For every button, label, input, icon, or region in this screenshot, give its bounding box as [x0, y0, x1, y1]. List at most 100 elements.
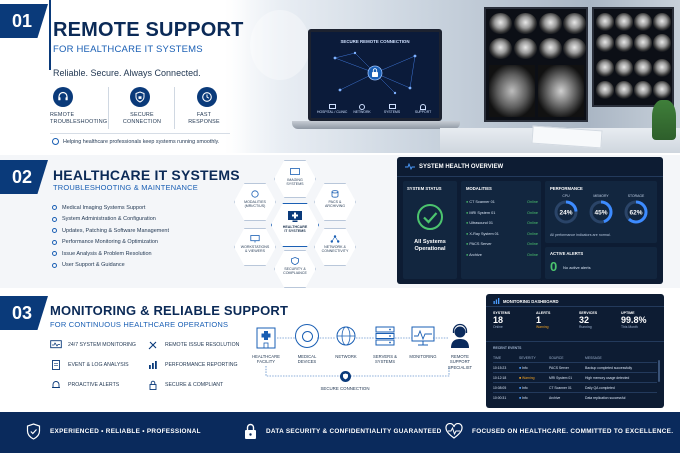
- alerts-count: 0: [550, 259, 558, 274]
- footer-item: FOCUSED ON HEALTHCARE. COMMITTED TO EXCE…: [445, 423, 673, 439]
- footer-item: DATA SECURITY & CONFIDENTIALITY GUARANTE…: [244, 423, 442, 440]
- laptop-screen: SECURE REMOTE CONNECTION HOSPITAL / CLIN…: [308, 29, 442, 121]
- flow-label: NETWORK: [335, 354, 357, 359]
- gauge-ring: 45%: [589, 200, 613, 224]
- list-item: Updates, Patching & Software Management: [52, 225, 169, 237]
- check-circle-icon: [52, 216, 57, 222]
- monitoring-screen-icon: [411, 325, 435, 347]
- performance-card: PERFORMANCE CPU 24% MEMORY 45% STORAGE 6…: [545, 181, 657, 243]
- footnote: Helping healthcare professionals keep sy…: [52, 138, 219, 145]
- dashboard-header: MONITORING DASHBOARD: [493, 298, 559, 304]
- lock-icon: [245, 423, 256, 439]
- stat-alerts: ALERTS 1 Warning: [536, 311, 551, 329]
- table-header: TIME SEVERITY SOURCE MESSAGE: [493, 356, 602, 360]
- tools-icon: [148, 341, 157, 350]
- hex-network: NETWORK &CONNECTIVITY: [313, 235, 357, 254]
- shield-icon: [291, 257, 299, 265]
- monitor-icon: [50, 340, 62, 349]
- section-remote-support: SECURE REMOTE CONNECTION HOSPITAL / CLIN…: [0, 0, 680, 153]
- check-circle-icon: [52, 228, 57, 234]
- health-header: SYSTEM HEALTH OVERVIEW: [405, 163, 503, 170]
- computer-cross-icon: [288, 211, 302, 222]
- section-title: MONITORING & RELIABLE SUPPORT: [50, 303, 289, 318]
- feature-item: SECURE & COMPLIANT: [147, 380, 223, 390]
- server-icon: [374, 325, 396, 347]
- section-number: 01: [0, 4, 48, 38]
- footer-item: EXPERIENCED • RELIABLE • PROFESSIONAL: [26, 423, 201, 440]
- monitoring-features: 24/7 SYSTEM MONITORING EVENT & LOG ANALY…: [50, 340, 240, 396]
- laptop-node-label: SYSTEMS: [383, 110, 401, 114]
- imaging-monitor-left: [484, 7, 588, 122]
- check-circle-icon: [52, 138, 59, 145]
- stat-systems: SYSTEMS 18 Online: [493, 311, 511, 329]
- feature-item: PROACTIVE ALERTS: [50, 380, 119, 390]
- flow-label: MONITORING: [409, 354, 437, 359]
- perf-note: All performance indicators are normal.: [550, 233, 611, 237]
- section-number: 02: [0, 160, 48, 194]
- support-specialist-icon: [448, 323, 472, 349]
- pulse-icon: [405, 163, 415, 170]
- flow-label: SERVERS &SYSTEMS: [373, 354, 397, 365]
- check-circle-icon: [52, 251, 57, 257]
- flow-connectors: [265, 337, 450, 377]
- laptop-base: [292, 121, 460, 129]
- stat-services: SERVICES 32 Running: [579, 311, 598, 329]
- lock-icon: [149, 380, 157, 390]
- hex-workstations: WORKSTATIONS& VIEWERS: [233, 235, 277, 254]
- system-health-panel: SYSTEM HEALTH OVERVIEW SYSTEM STATUS All…: [397, 157, 663, 284]
- svg-text:45%: 45%: [594, 210, 607, 217]
- check-circle-icon: [52, 262, 57, 268]
- events-label: RECENT EVENTS: [493, 346, 522, 350]
- laptop-node-label: HOSPITAL / CLINIC: [317, 110, 348, 114]
- list-item: User Support & Guidance: [52, 260, 169, 272]
- hex-pacs: PACS &ARCHIVING: [313, 190, 357, 209]
- scrollbar[interactable]: [658, 360, 660, 382]
- section-number: 03: [0, 296, 48, 330]
- bar-chart-icon: [149, 361, 157, 369]
- table-row: 10:00:31 ■ Info Archive Data replication…: [493, 392, 657, 402]
- scanner-icon: [251, 190, 259, 198]
- service-list: Medical Imaging Systems Support System A…: [52, 202, 169, 271]
- document-icon: [52, 360, 60, 370]
- feature-item: EVENT & LOG ANALYSIS: [50, 360, 129, 370]
- laptop-node-label: SUPPORT: [414, 110, 432, 114]
- plant: [652, 100, 676, 140]
- hex-modalities: MODALITIES(MRI/CT/US): [233, 190, 277, 209]
- check-circle-icon: [417, 204, 443, 230]
- monitoring-dashboard: MONITORING DASHBOARD SYSTEMS 18 Online A…: [486, 294, 664, 408]
- gauge-ring: 62%: [624, 200, 648, 224]
- laptop-node-label: NETWORK: [353, 110, 371, 114]
- desktop-icon: [250, 235, 260, 243]
- section-title: HEALTHCARE IT SYSTEMS: [53, 167, 240, 183]
- headset-icon: [53, 87, 73, 107]
- table-row: 10:08:05 ■ Info CT Scanner 01 Daily QA c…: [493, 382, 657, 392]
- shield-icon: [340, 371, 351, 382]
- svg-text:24%: 24%: [559, 210, 572, 217]
- list-item: Issue Analysis & Problem Resolution: [52, 248, 169, 260]
- bell-icon: [52, 381, 60, 388]
- network-globe-icon: [335, 325, 357, 347]
- network-nodes-icon: [330, 235, 340, 243]
- secure-connection-label: SECURE CONNECTION: [320, 386, 370, 391]
- feature-item: REMOTE ISSUE RESOLUTION: [147, 340, 239, 350]
- database-icon: [331, 190, 339, 198]
- table-row: 10:15:23 ■ Info PACS Server Backup compl…: [493, 362, 657, 372]
- feature-item: 24/7 SYSTEM MONITORING: [50, 340, 136, 350]
- svg-text:62%: 62%: [629, 210, 642, 217]
